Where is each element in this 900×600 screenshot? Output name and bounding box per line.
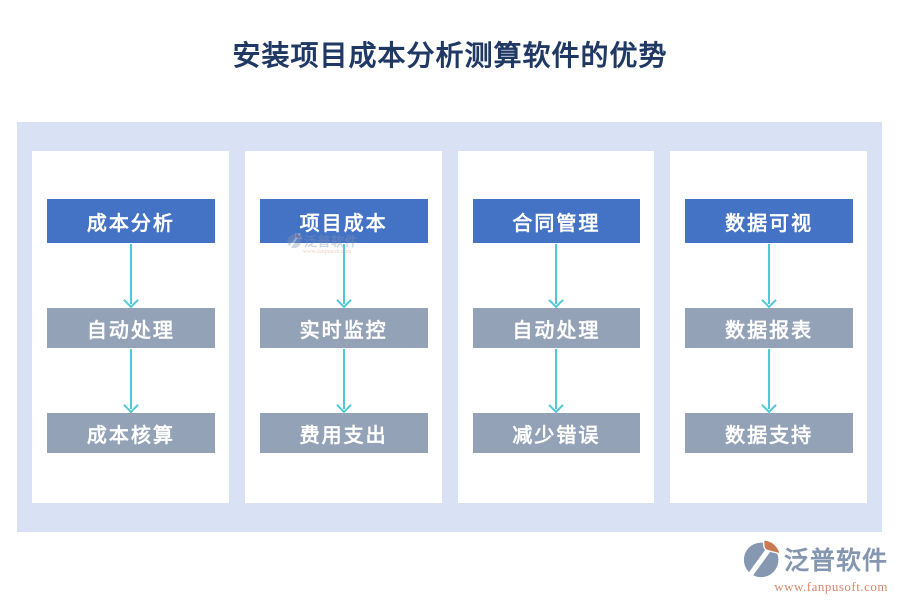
fanpu-logo-icon xyxy=(743,539,781,579)
flow-header: 项目成本 xyxy=(259,199,428,243)
flow-step: 成本核算 xyxy=(47,413,215,453)
flow-card-data-visualization: 数据可视 数据报表 数据支持 xyxy=(670,151,867,503)
flow-step: 自动处理 xyxy=(47,308,215,348)
down-arrow-icon xyxy=(685,348,853,413)
flow-card-contract-management: 合同管理 自动处理 减少错误 xyxy=(457,151,655,503)
down-arrow-icon xyxy=(260,348,428,413)
flow-step: 自动处理 xyxy=(472,308,641,348)
down-arrow-icon xyxy=(473,243,641,308)
down-arrow-icon xyxy=(47,243,215,308)
footer-brand-text: 泛普软件 xyxy=(783,547,888,575)
down-arrow-icon xyxy=(260,243,428,308)
flow-step: 数据报表 xyxy=(685,308,853,348)
page-title: 安装项目成本分析测算软件的优势 xyxy=(232,41,668,72)
footer-url-text: www.fanpusoft.com xyxy=(774,579,888,594)
flow-step: 实时监控 xyxy=(259,308,428,348)
flow-card-project-cost: 项目成本 实时监控 费用支出 xyxy=(244,151,442,503)
down-arrow-icon xyxy=(473,348,641,413)
footer-brand: 泛普软件 www.fanpusoft.com xyxy=(743,539,888,595)
flow-header: 数据可视 xyxy=(685,199,853,243)
flow-step: 数据支持 xyxy=(685,413,853,453)
flow-step: 费用支出 xyxy=(259,413,428,453)
flow-header: 合同管理 xyxy=(472,199,641,243)
down-arrow-icon xyxy=(685,243,853,308)
down-arrow-icon xyxy=(47,348,215,413)
flow-step: 减少错误 xyxy=(472,413,641,453)
flow-card-cost-analysis: 成本分析 自动处理 成本核算 xyxy=(32,151,229,503)
flow-header: 成本分析 xyxy=(47,199,215,243)
advantages-panel: 成本分析 自动处理 成本核算 项目成本 实时监控 费用支出 合同管理 自动处理 … xyxy=(17,122,882,532)
